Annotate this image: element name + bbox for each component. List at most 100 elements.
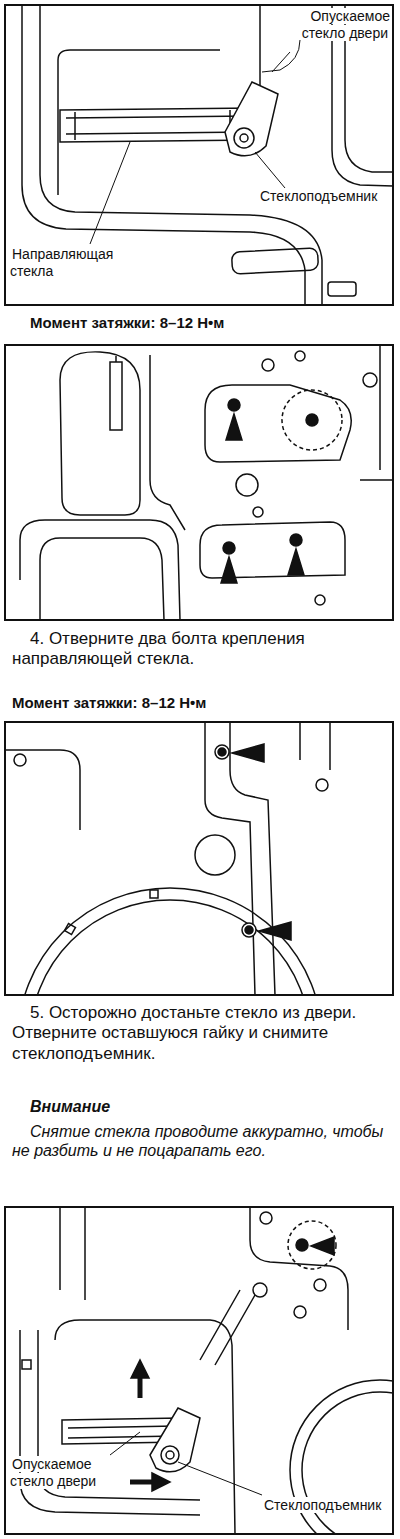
label-text: 4. Отверните два болта крепления направл… <box>12 629 305 668</box>
step-text: 4. Отверните два болта крепления направл… <box>12 629 392 670</box>
drawing-circle <box>314 1279 326 1291</box>
drawing-circle <box>363 373 377 387</box>
drawing-circle <box>240 134 248 142</box>
panel-three-drawing <box>5 722 330 995</box>
drawing-line <box>255 152 285 188</box>
drawing-circle <box>290 534 302 546</box>
drawing-circle <box>306 414 318 426</box>
drawing-path <box>150 1408 200 1472</box>
torque-note: Момент затяжки: 8–12 Н•м <box>12 694 392 712</box>
drawing-path <box>58 50 220 60</box>
drawing-circle <box>242 923 256 937</box>
drawing-path <box>259 922 291 940</box>
drawing-path <box>150 355 185 530</box>
drawing-path <box>68 1426 176 1438</box>
drawing-path <box>20 520 180 620</box>
drawing-path <box>152 1473 170 1491</box>
drawing-path <box>288 549 304 575</box>
label-text: 5. Осторожно достаньте стекло из двери. … <box>12 1003 356 1063</box>
drawing-circle <box>294 1306 306 1318</box>
label-text: Снятие стекла проводите аккуратно, чтобы… <box>12 1123 383 1159</box>
drawing-path <box>311 1237 334 1255</box>
drawing-circle <box>315 595 325 605</box>
drawing-path <box>57 60 59 195</box>
drawing-path <box>262 40 300 72</box>
label-text: Опускаемое стекло двери <box>10 1456 98 1489</box>
step-text: 5. Осторожно достаньте стекло из двери. … <box>12 1003 392 1064</box>
drawing-path <box>250 1207 348 1330</box>
label-text: Стеклоподъемник <box>262 1497 383 1513</box>
part-label: Стеклоподъемник <box>258 188 390 205</box>
drawing-rect <box>231 248 318 274</box>
drawing-circle <box>253 507 263 517</box>
drawing-path <box>300 722 330 770</box>
drawing-line <box>90 142 130 244</box>
drawing-circle <box>316 779 328 791</box>
drawing-path <box>205 385 351 462</box>
drawing-path <box>75 110 230 140</box>
drawing-circle <box>228 399 240 411</box>
drawing-circle <box>18 888 322 995</box>
panel-frame <box>5 722 393 995</box>
drawing-path <box>60 352 140 515</box>
label-text: Опускаемое стекло двери <box>302 8 390 41</box>
drawing-path <box>232 744 264 762</box>
drawing-circle <box>282 390 342 450</box>
drawing-circle <box>295 351 305 361</box>
drawing-circle <box>161 1446 179 1464</box>
drawing-circle <box>260 1212 272 1224</box>
drawing-g <box>5 5 400 1539</box>
drawing-circle <box>262 359 274 371</box>
drawing-path <box>55 1320 235 1534</box>
drawing-path <box>230 722 275 995</box>
label-text: Внимание <box>30 1098 110 1115</box>
drawing-path <box>200 522 345 578</box>
drawing-circle <box>218 748 226 756</box>
part-label: Опускаемое стекло двери <box>282 8 390 42</box>
drawing-path <box>115 356 117 362</box>
drawing-circle <box>234 128 254 148</box>
drawing-path <box>200 1290 255 1365</box>
drawing-path <box>259 5 261 88</box>
drawing-circle <box>288 1221 336 1269</box>
label-text: Момент затяжки: 8–12 Н•м <box>30 314 224 331</box>
drawing-circle <box>236 474 258 496</box>
drawing-circle <box>245 926 253 934</box>
drawing-path <box>225 82 278 156</box>
panel-frame <box>5 1207 393 1534</box>
drawing-circle <box>215 745 229 759</box>
drawing-circle <box>30 900 310 995</box>
part-label: Опускаемое стекло двери <box>10 1456 120 1490</box>
drawing-line <box>272 52 290 72</box>
drawing-rect <box>328 282 356 296</box>
drawing-line <box>178 1462 262 1495</box>
panel-two-drawing <box>20 345 393 620</box>
part-label: Стеклоподъемник <box>262 1497 392 1514</box>
drawing-rect <box>22 1360 31 1369</box>
drawing-circle <box>166 1451 174 1459</box>
drawing-rect <box>65 924 76 935</box>
panel-frame <box>5 5 393 305</box>
drawing-path <box>360 345 393 480</box>
drawing-path <box>60 1207 85 1300</box>
drawing-circle <box>195 835 235 875</box>
drawing-path <box>226 414 242 440</box>
drawing-path <box>221 557 237 583</box>
torque-note: Момент затяжки: 8–12 Н•м <box>30 314 390 332</box>
drawing-circle <box>253 1283 267 1297</box>
drawing-path <box>5 750 80 830</box>
caution-text: Снятие стекла проводите аккуратно, чтобы… <box>12 1122 392 1160</box>
drawing-path <box>110 362 122 430</box>
drawing-path <box>66 116 250 134</box>
drawing-line <box>110 1432 140 1455</box>
label-text: Момент затяжки: 8–12 Н•м <box>12 694 206 711</box>
drawing-circle <box>223 542 235 554</box>
drawing-path <box>131 1360 149 1378</box>
label-text: Стеклоподъемник <box>258 188 379 204</box>
panel-frame <box>5 345 393 620</box>
drawing-path <box>40 538 164 620</box>
label-text: Направляющая стекла <box>10 246 113 279</box>
drawing-circle <box>14 754 26 766</box>
part-label: Направляющая стекла <box>10 246 130 280</box>
